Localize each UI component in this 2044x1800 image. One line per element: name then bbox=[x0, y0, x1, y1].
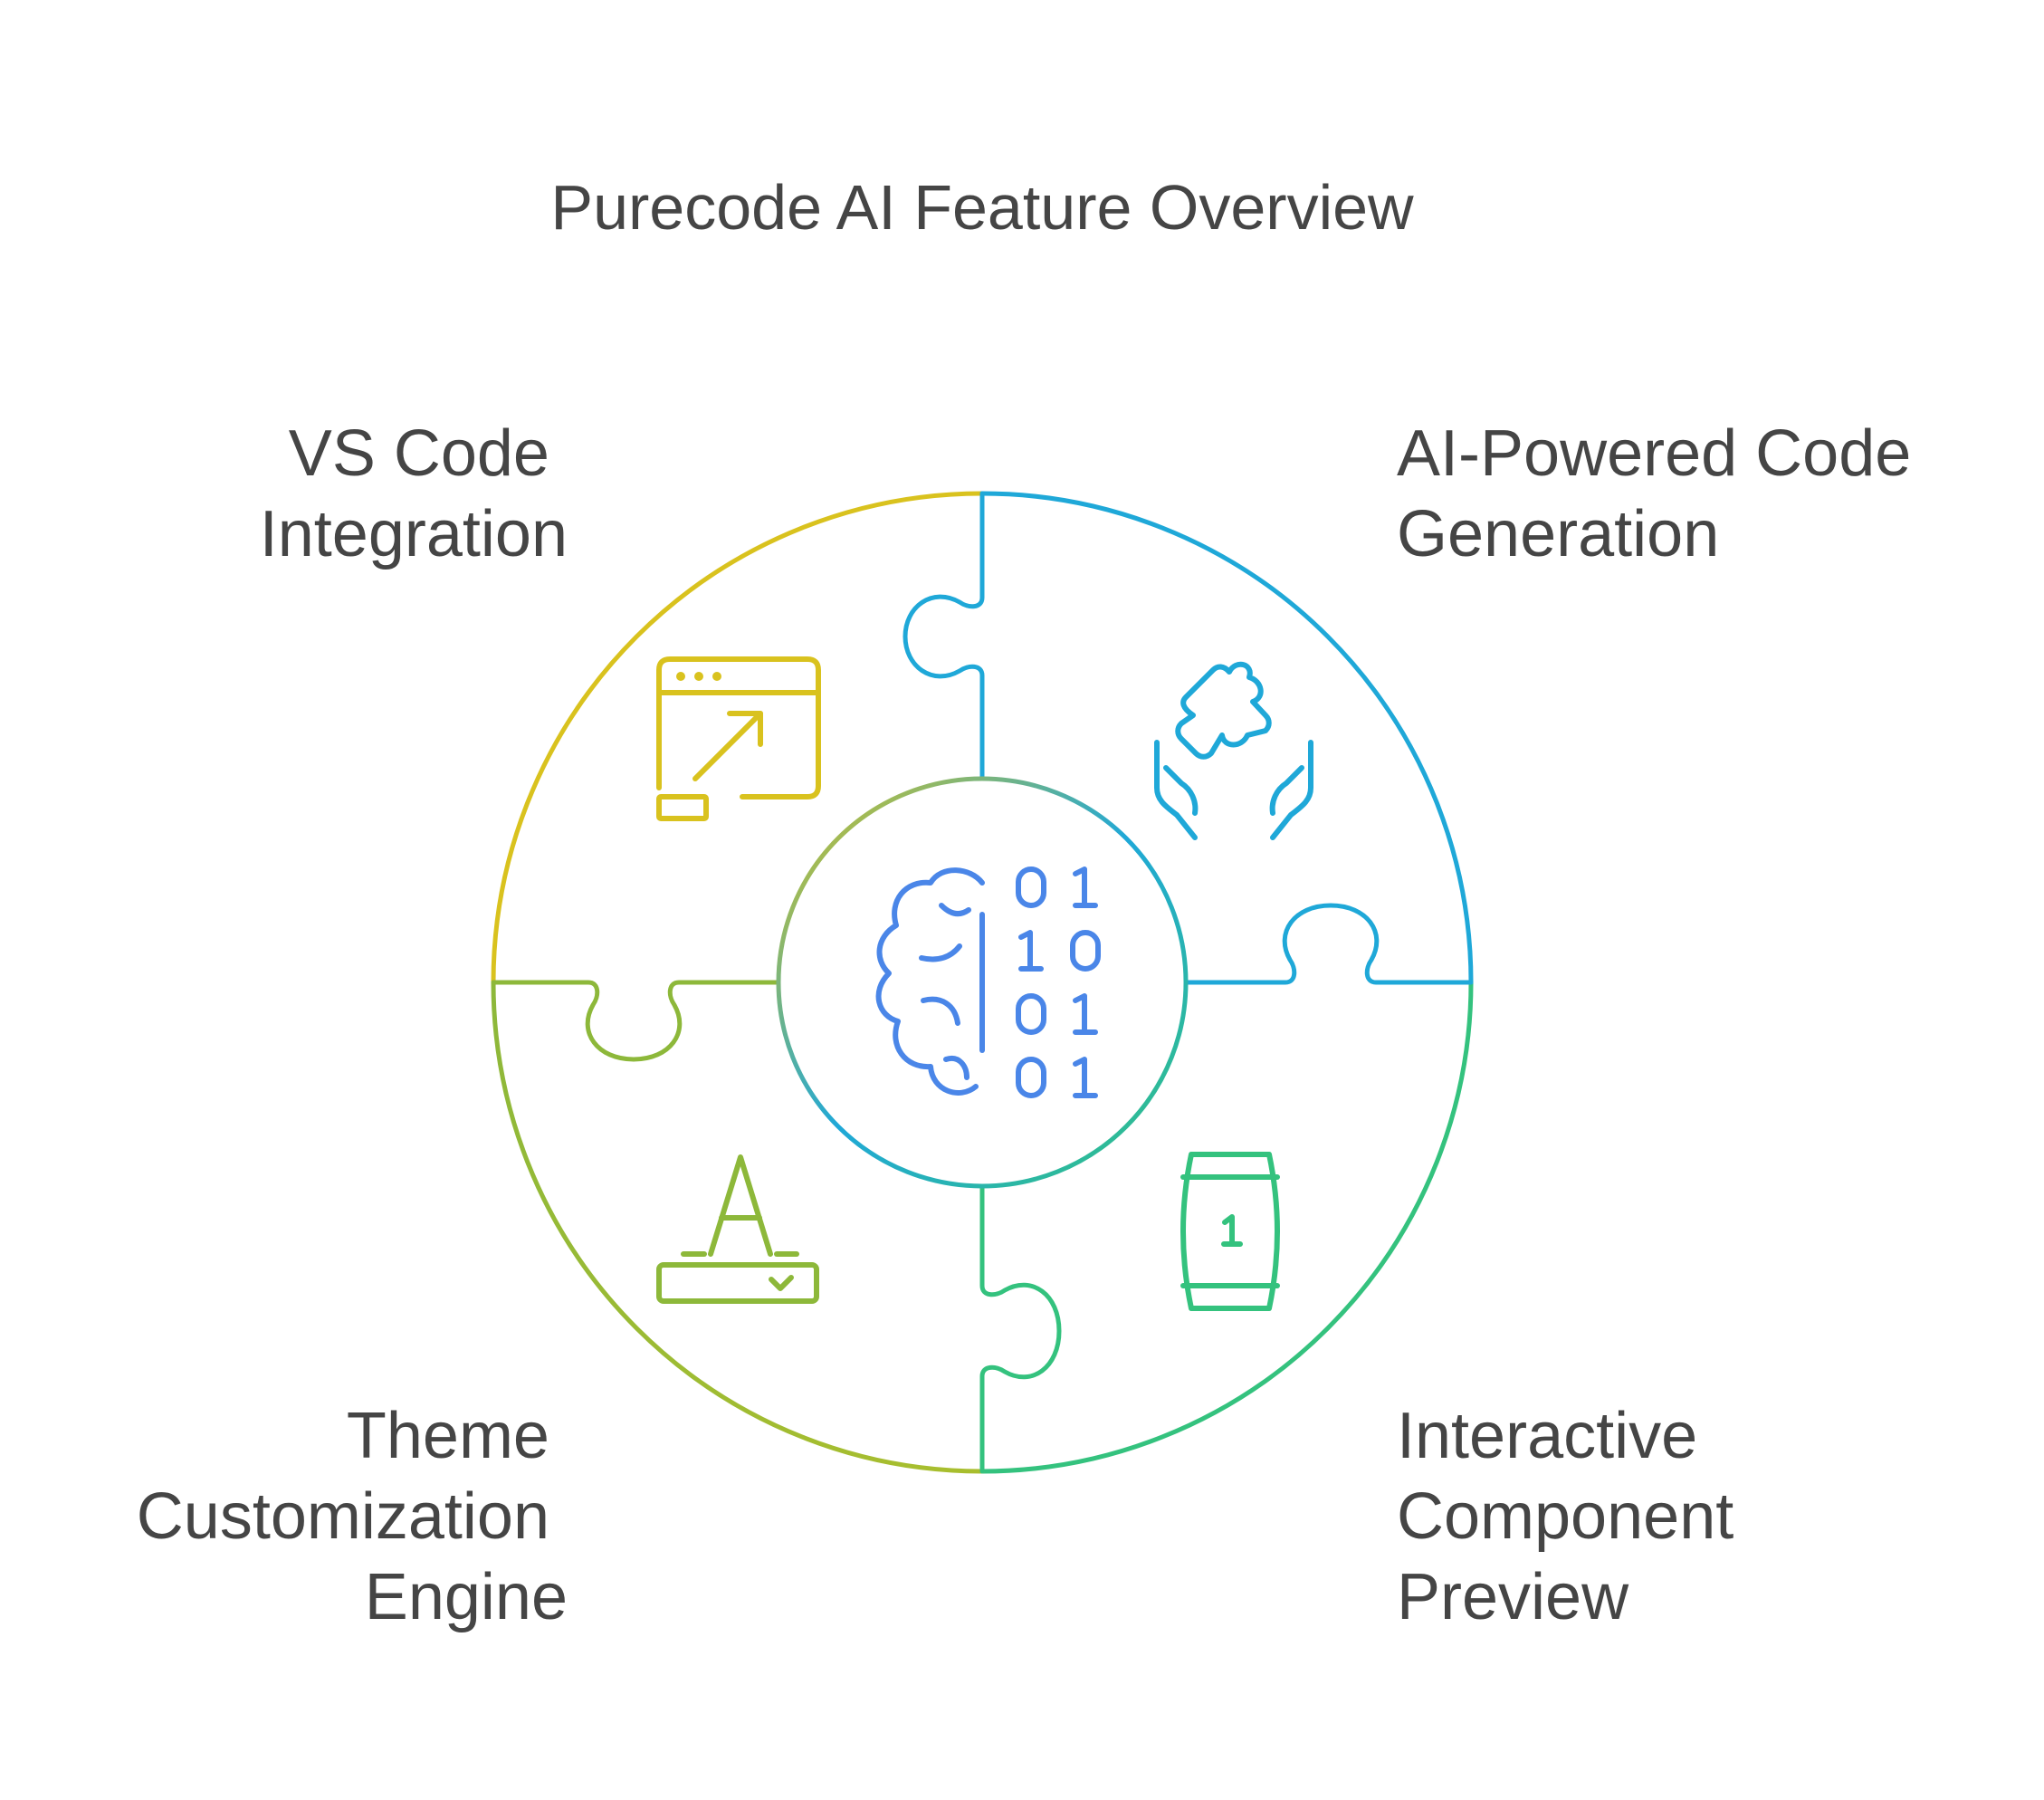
divider-top bbox=[903, 491, 985, 781]
quadrant-bottom-right-outline bbox=[979, 980, 1474, 1474]
label-vs-code-integration: VS Code Integration bbox=[260, 417, 568, 570]
hands-puzzle-icon bbox=[1154, 661, 1313, 840]
barrel-number-icon bbox=[1180, 1152, 1280, 1311]
quadrant-top-right-outline bbox=[979, 491, 1474, 985]
divider-right bbox=[1183, 903, 1474, 985]
center-circle bbox=[776, 776, 1189, 1189]
quadrant-top-left-outline bbox=[491, 491, 985, 985]
label-theme-customization-engine: Theme Customization Engine bbox=[137, 1400, 568, 1633]
quadrant-bottom-left-outline bbox=[491, 980, 985, 1474]
divider-bottom bbox=[979, 1183, 1062, 1474]
browser-window-arrow-icon bbox=[656, 656, 821, 821]
divider-left bbox=[491, 980, 781, 1062]
font-dropdown-icon bbox=[656, 1154, 819, 1304]
label-interactive-component-preview: Interactive Component Preview bbox=[1397, 1400, 1752, 1633]
label-ai-powered-code-generation: AI-Powered Code Generation bbox=[1397, 417, 1929, 570]
brain-binary-icon bbox=[875, 866, 1101, 1098]
diagram-title: Purecode AI Feature Overview bbox=[550, 172, 1414, 243]
